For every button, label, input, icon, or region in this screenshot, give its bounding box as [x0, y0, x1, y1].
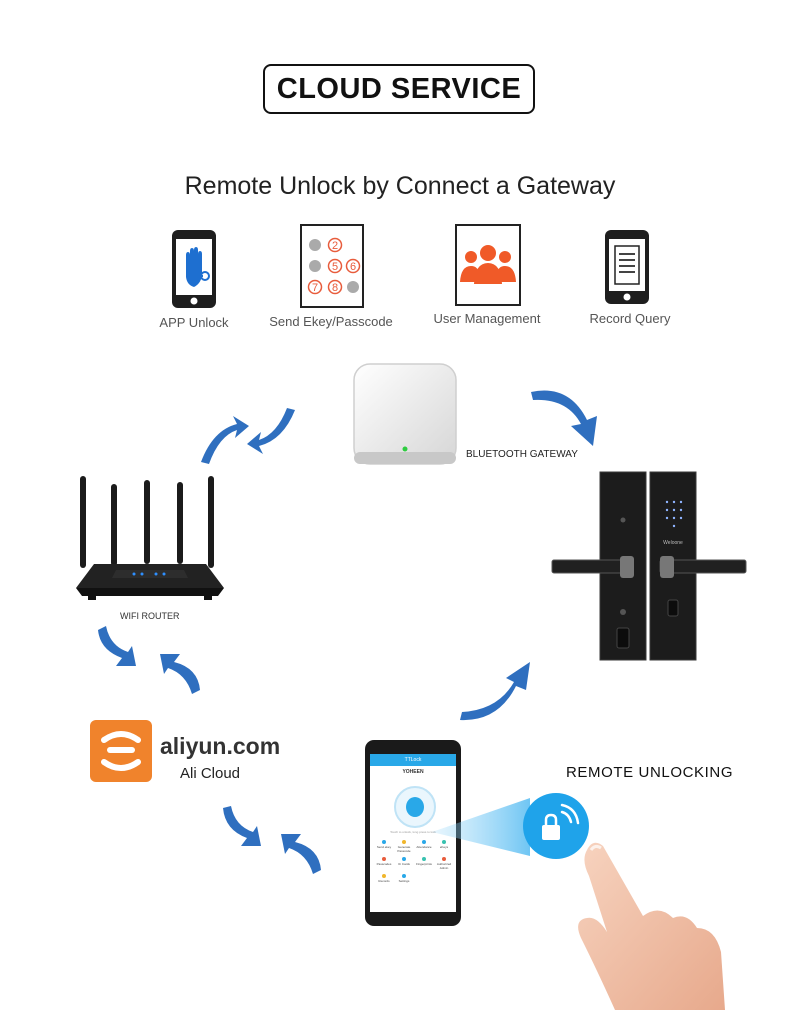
keypad-key: 2: [332, 240, 338, 252]
page-title: CLOUD SERVICE: [276, 72, 522, 105]
app-menu-item[interactable]: Attendance: [414, 840, 434, 853]
feature-label-send-ekey: Send Ekey/Passcode: [269, 314, 393, 329]
app-menu-item[interactable]: eKeys: [434, 840, 454, 853]
app-menu-item[interactable]: Authorized Admin: [434, 857, 454, 870]
keypad-key: 5: [332, 261, 338, 273]
app-menu-item[interactable]: Passcodes: [374, 857, 394, 870]
router-label: WIFI ROUTER: [120, 611, 180, 621]
phone-screen: TTLock YOHEEN Touch to unlock, long pres…: [370, 754, 456, 912]
arrow-router-gateway: [185, 400, 310, 472]
smartphone: TTLock YOHEEN Touch to unlock, long pres…: [365, 740, 461, 926]
app-header: TTLock: [370, 754, 456, 766]
feature-label-record-query: Record Query: [589, 311, 671, 326]
arrow-ali-phone: [215, 802, 330, 876]
remote-label: REMOTE UNLOCKING: [566, 764, 734, 781]
keypad-key: 7: [312, 282, 318, 294]
phone-document-icon: [604, 229, 650, 305]
keypad-key: 6: [350, 261, 356, 273]
menu-icon: [382, 857, 386, 861]
ali-sub-text: Ali Cloud: [180, 765, 241, 782]
app-menu-item[interactable]: Send ekey: [374, 840, 394, 853]
feature-label-app-unlock: APP Unlock: [159, 315, 229, 330]
feature-label-user-management: User Management: [433, 311, 541, 326]
arrow-router-ali: [88, 620, 213, 698]
remote-unlock-button[interactable]: [522, 792, 590, 860]
menu-icon: [402, 874, 406, 878]
app-lock-name: YOHEEN: [402, 769, 424, 775]
app-menu-item[interactable]: Records: [374, 874, 394, 883]
app-hint: Touch to unlock, long press to lock: [390, 830, 436, 834]
menu-icon: [442, 857, 446, 861]
gateway-label: BLUETOOTH GATEWAY: [466, 449, 578, 460]
menu-icon: [442, 840, 446, 844]
app-menu-grid: Send ekey Generate Passcode Attendance e…: [374, 840, 454, 883]
subtitle: Remote Unlock by Connect a Gateway: [184, 172, 616, 200]
phone-hand-key-icon: [171, 229, 217, 309]
app-menu-item[interactable]: Generate Passcode: [394, 840, 414, 853]
menu-icon: [422, 840, 426, 844]
lock-brand: Weloone: [663, 540, 683, 546]
smart-door-lock: Weloone: [550, 470, 750, 662]
arrow-gateway-lock: [525, 380, 611, 454]
wifi-router: [76, 470, 224, 604]
app-menu-item[interactable]: IC Cards: [394, 857, 414, 870]
menu-icon: [382, 874, 386, 878]
keypad-key: 8: [332, 282, 338, 294]
menu-icon: [402, 857, 406, 861]
menu-icon: [422, 857, 426, 861]
title-box: CLOUD SERVICE: [263, 64, 535, 114]
app-menu-item[interactable]: Fingerprints: [414, 857, 434, 870]
app-menu-item[interactable]: Settings: [394, 874, 414, 883]
signal-beam: [430, 790, 540, 860]
gateway-device: [350, 360, 460, 468]
app-unlock-button[interactable]: [394, 786, 436, 828]
hand-finger: [555, 820, 730, 1012]
aliyun-logo-icon: [90, 720, 152, 782]
ali-main-text: aliyun.com: [160, 733, 281, 759]
padlock-icon: [406, 797, 424, 817]
keypad-icon: 2 5 6 7 8: [300, 224, 364, 308]
users-icon: [455, 224, 521, 306]
arrow-phone-lock: [450, 656, 545, 726]
menu-icon: [382, 840, 386, 844]
menu-icon: [402, 840, 406, 844]
